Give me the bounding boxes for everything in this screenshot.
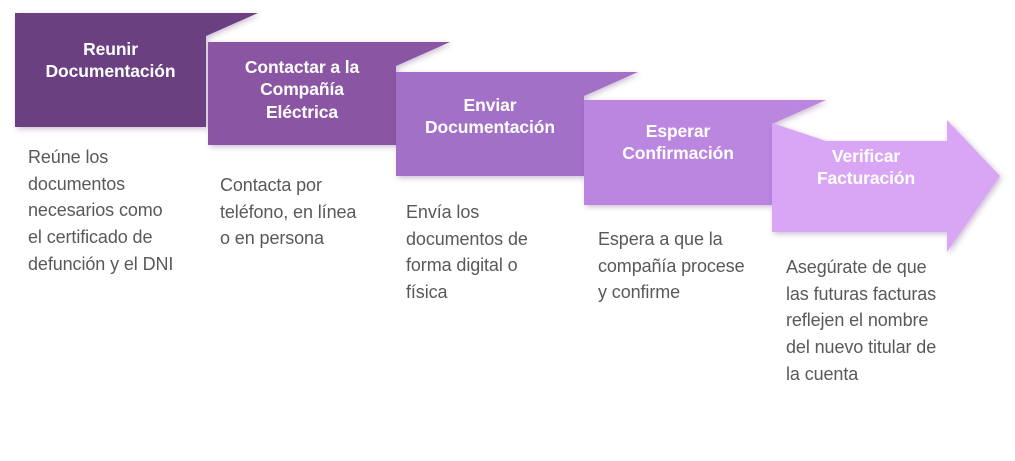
chevron-shape-step-3[interactable] (396, 72, 638, 176)
step-description-3: Envía los documentos de forma digital o … (406, 202, 528, 302)
chevron-shape-step-2[interactable] (208, 42, 450, 145)
step-description-5: Asegúrate de que las futuras facturas re… (786, 257, 937, 384)
chevron-shape-step-5-arrow[interactable] (772, 120, 1000, 252)
step-description-1: Reúne los documentos necesarios como el … (28, 147, 174, 274)
step-description-4: Espera a que la compañía procese y confi… (598, 229, 745, 303)
chevron-shape-step-1[interactable] (15, 13, 258, 127)
step-description-2: Contacta por teléfono, en línea o en per… (220, 175, 357, 249)
chevron-shape-step-4[interactable] (584, 100, 826, 205)
